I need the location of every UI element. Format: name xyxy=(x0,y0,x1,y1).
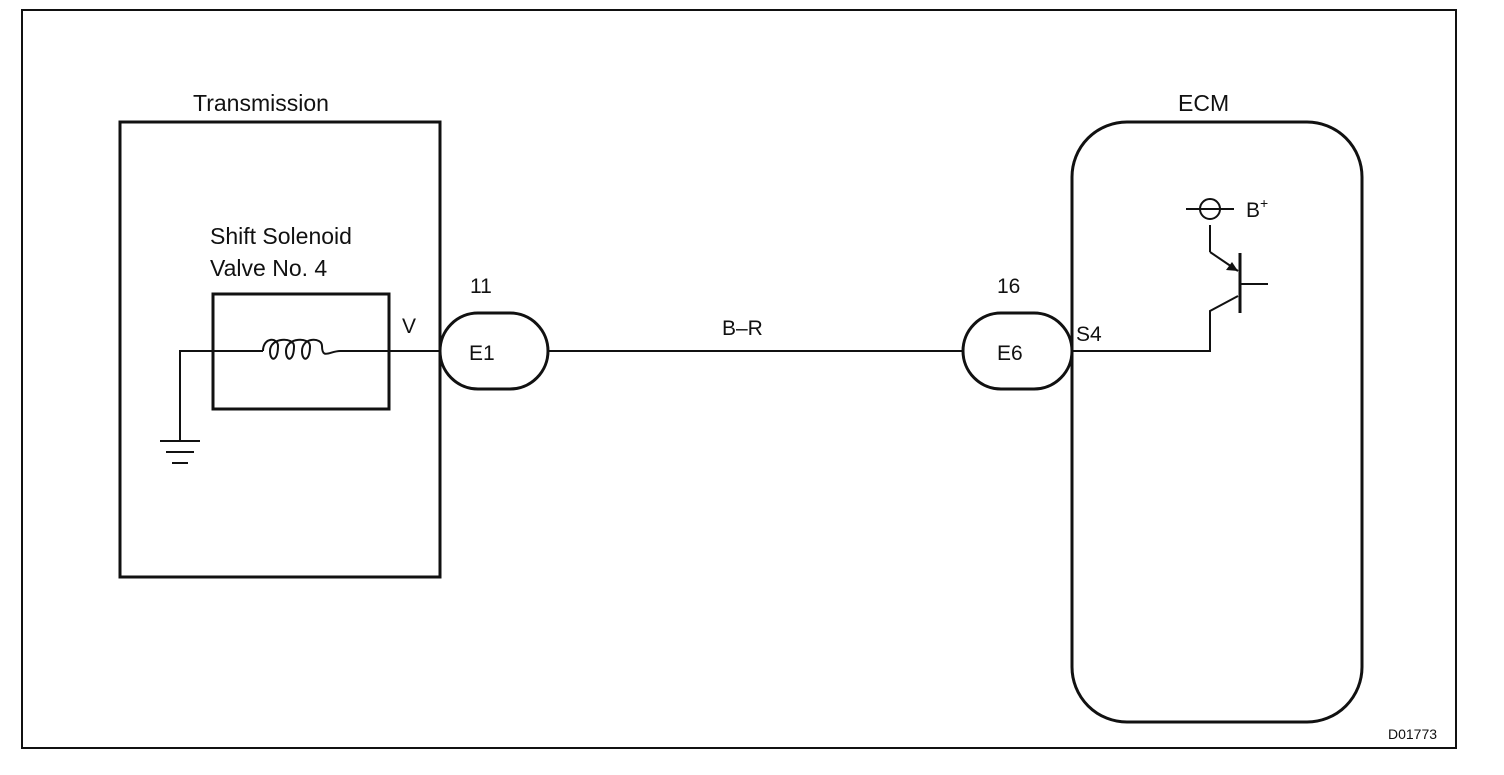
figure-code: D01773 xyxy=(1388,726,1437,742)
ecm-terminal-label: S4 xyxy=(1076,323,1102,346)
ecm-label: ECM xyxy=(1178,90,1229,116)
solenoid-label-line2: Valve No. 4 xyxy=(210,255,327,281)
ecm-box xyxy=(1070,120,1364,724)
connector-e6-name: E6 xyxy=(997,342,1023,365)
ecm-internal-wire xyxy=(1072,295,1239,352)
battery-supply-icon xyxy=(1186,198,1234,220)
solenoid-terminal-label: V xyxy=(402,315,416,338)
diagram-frame xyxy=(21,9,1457,749)
supply-label: B+ xyxy=(1246,195,1268,222)
supply-label-main: B xyxy=(1246,199,1260,222)
connector-e1: E1 xyxy=(438,311,550,391)
wire-color-code: B–R xyxy=(722,317,763,340)
supply-label-sup: + xyxy=(1260,195,1268,211)
transistor-icon xyxy=(1209,225,1268,313)
connector-e1-pin: 11 xyxy=(470,275,492,298)
transmission-label: Transmission xyxy=(193,90,329,116)
ground-symbol xyxy=(160,350,263,464)
solenoid-label-line1: Shift Solenoid xyxy=(210,223,352,249)
connector-e6-pin: 16 xyxy=(997,275,1020,298)
transmission-box xyxy=(118,120,442,579)
connector-e1-name: E1 xyxy=(469,342,495,365)
connector-e6: E6 xyxy=(961,311,1074,391)
coil-icon xyxy=(262,338,341,360)
